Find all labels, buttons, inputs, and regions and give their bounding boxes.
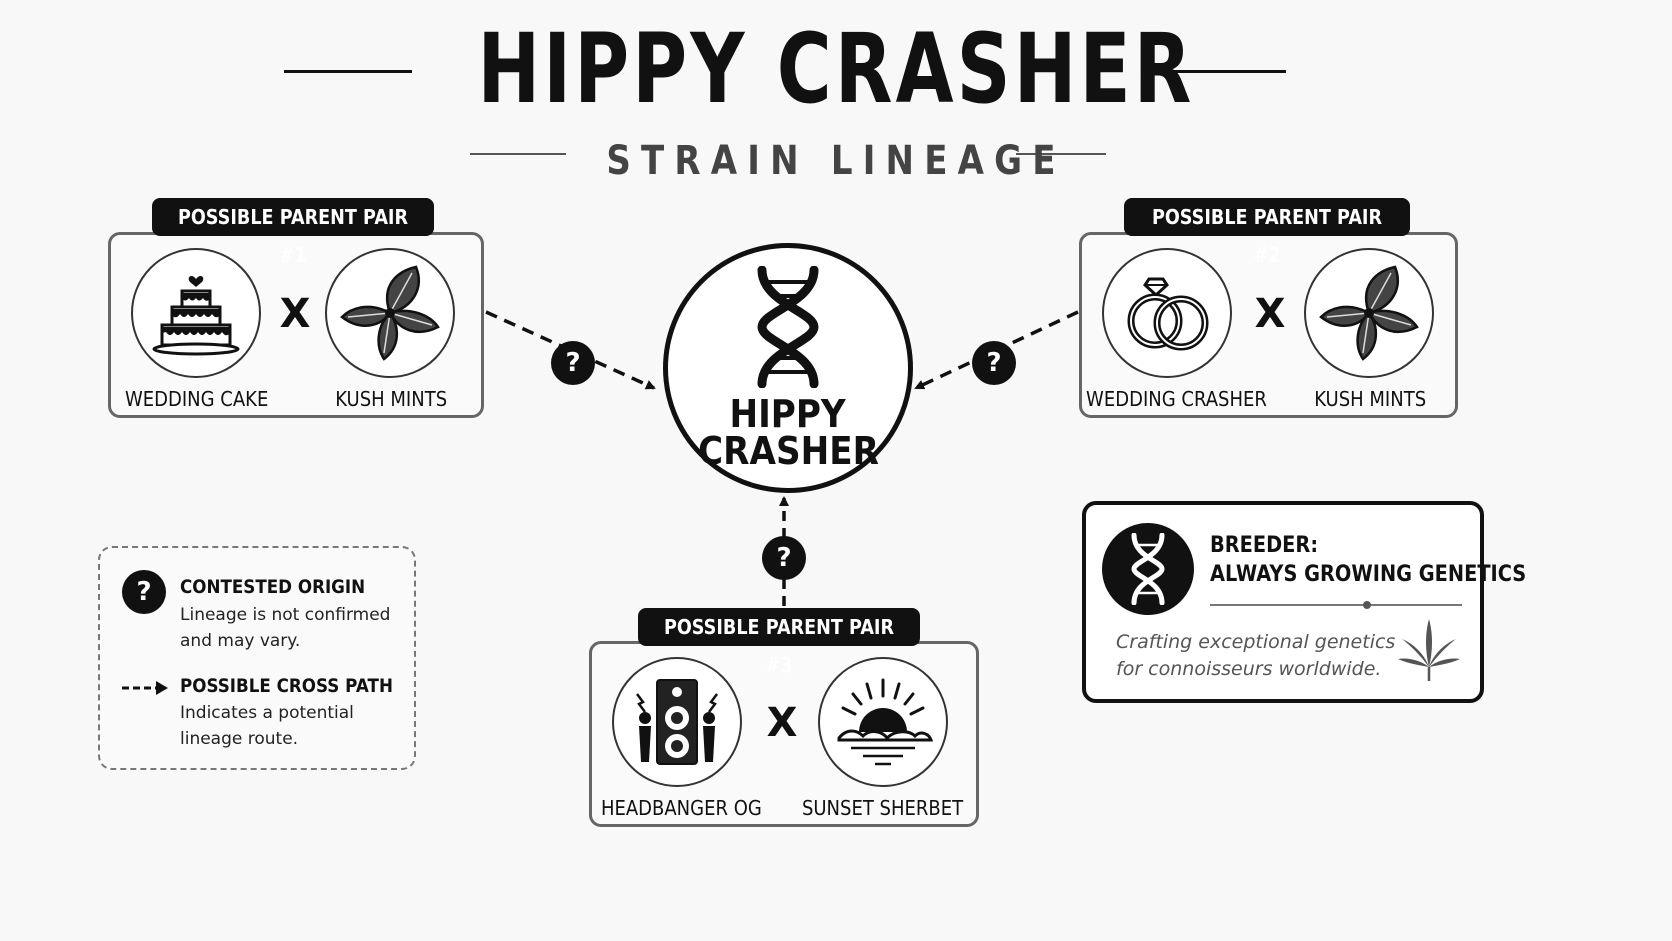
breeder-title: BREEDER: ALWAYS GROWING GENETICS <box>1210 533 1527 587</box>
page-title: HIPPY CRASHER <box>477 13 1195 125</box>
sunset-sherbet-circle <box>818 657 948 787</box>
subtitle-rule-right <box>1016 153 1106 155</box>
breeder-divider <box>1210 604 1462 606</box>
mint-leaves-icon <box>1319 265 1419 361</box>
mint-leaves-icon <box>340 265 440 361</box>
cross-symbol: X <box>279 291 311 337</box>
parent-name-wedding-crasher: WEDDING CRASHER <box>1086 387 1267 411</box>
center-title-line2: CRASHER <box>697 429 879 473</box>
breeder-card: BREEDER: ALWAYS GROWING GENETICS Craftin… <box>1082 501 1526 703</box>
parent-name-sunset-sherbet: SUNSET SHERBET <box>802 796 964 820</box>
speaker-headbanger-icon <box>636 679 718 765</box>
parent-pair-1: X WEDDING CAKE KUSH MINTS <box>108 232 484 418</box>
dashed-arrow-icon <box>122 681 168 695</box>
divider-dot <box>1363 601 1371 609</box>
hippy-crasher-node: HIPPY CRASHER <box>663 243 913 493</box>
kush-mints-circle <box>1304 248 1434 378</box>
cross-path-pair-1 <box>485 310 656 390</box>
breeder-tagline: Crafting exceptional genetics for connoi… <box>1116 631 1396 680</box>
legend-path-desc: Indicates a potential lineage route. <box>180 703 354 749</box>
pair-label-2: POSSIBLE PARENT PAIR #2 <box>1124 198 1410 267</box>
dna-helix-icon <box>1131 533 1165 605</box>
wedding-crasher-circle <box>1102 248 1232 378</box>
cross-symbol: X <box>766 700 798 746</box>
legend-contested-desc: Lineage is not confirmed and may vary. <box>180 605 391 651</box>
sunset-icon <box>837 678 934 766</box>
parent-name-headbanger-og: HEADBANGER OG <box>600 796 762 820</box>
legend: ? CONTESTED ORIGIN Lineage is not confir… <box>98 546 416 770</box>
page-subtitle: STRAIN LINEAGE <box>606 138 1066 184</box>
kush-mints-circle <box>325 248 455 378</box>
question-mark-icon: ? <box>122 570 166 614</box>
legend-path-title: POSSIBLE CROSS PATH <box>180 675 393 697</box>
contested-marker-pair-3: ? <box>762 536 806 580</box>
wedding-rings-icon <box>1127 277 1209 351</box>
subtitle-rule-left <box>470 153 566 155</box>
pair-label-1: POSSIBLE PARENT PAIR #1 <box>152 198 434 267</box>
title-rule-right <box>1158 70 1286 73</box>
parent-pair-2: X WEDDING CRASHER KUSH MINTS <box>1079 232 1458 418</box>
wedding-cake-icon <box>152 275 240 356</box>
center-title-line1: HIPPY <box>729 392 847 436</box>
dna-helix-icon <box>757 266 819 388</box>
headbanger-og-circle <box>612 657 742 787</box>
breeder-logo <box>1102 523 1194 615</box>
cannabis-leaf-icon <box>1398 619 1460 681</box>
contested-marker-pair-1: ? <box>551 341 595 385</box>
wedding-cake-circle <box>131 248 261 378</box>
parent-name-kush-mints: KUSH MINTS <box>335 387 447 411</box>
title-rule-left <box>284 70 412 73</box>
contested-marker-pair-2: ? <box>972 341 1016 385</box>
parent-name-kush-mints: KUSH MINTS <box>1314 387 1426 411</box>
parent-pair-3: X HEADBANGER OG SUNSET SHERBET <box>589 641 979 827</box>
pair-label-3: POSSIBLE PARENT PAIR #3 <box>638 608 920 677</box>
cross-symbol: X <box>1254 291 1286 337</box>
parent-name-wedding-cake: WEDDING CAKE <box>125 387 269 411</box>
legend-contested-title: CONTESTED ORIGIN <box>180 576 366 598</box>
